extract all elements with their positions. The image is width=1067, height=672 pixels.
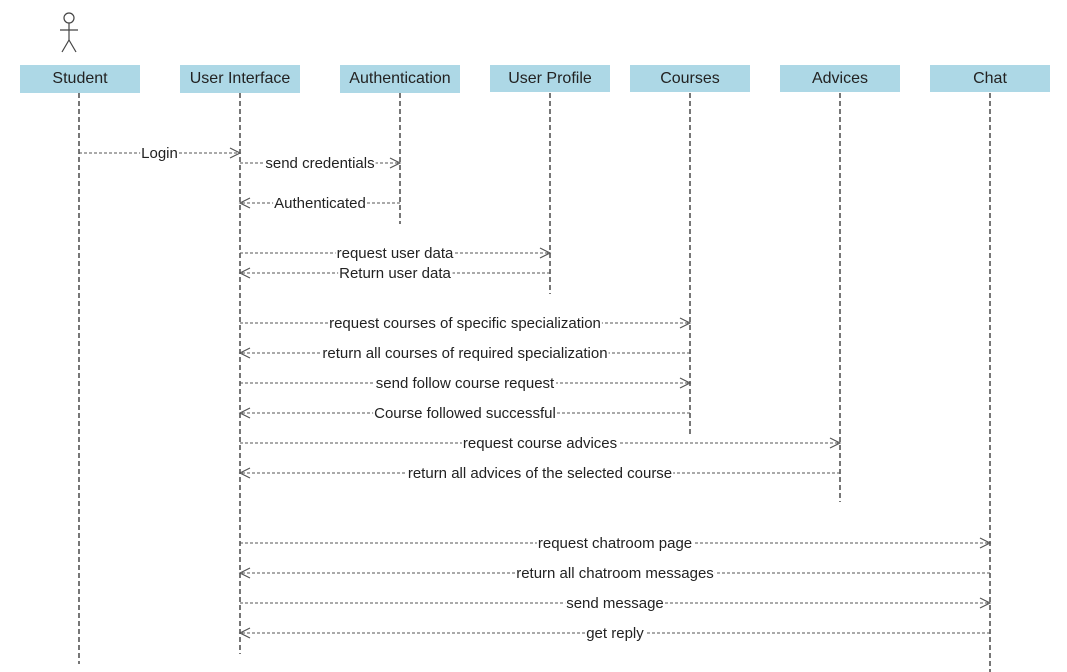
message-7: return all courses of required specializ… bbox=[238, 345, 690, 362]
arrow-head-icon bbox=[229, 147, 242, 159]
message-label: Return user data bbox=[339, 265, 451, 282]
message-9: Course followed successful bbox=[238, 405, 690, 422]
message-label: send message bbox=[566, 595, 664, 612]
message-12: request chatroom page bbox=[240, 535, 992, 552]
message-5: Return user data bbox=[238, 265, 550, 282]
label-background bbox=[264, 155, 376, 172]
arrow-head-icon bbox=[238, 407, 251, 419]
message-label: return all chatroom messages bbox=[516, 565, 714, 582]
arrow-head-icon bbox=[238, 267, 251, 279]
label-background bbox=[585, 625, 646, 642]
participant-courses: Courses bbox=[630, 65, 750, 92]
actor-stick-figure-icon bbox=[60, 12, 78, 53]
arrow-head-icon bbox=[979, 597, 992, 609]
label-background bbox=[461, 435, 619, 452]
message-13: return all chatroom messages bbox=[238, 565, 990, 582]
message-label: return all advices of the selected cours… bbox=[408, 465, 672, 482]
arrow-head-icon bbox=[238, 627, 251, 639]
message-label: Login bbox=[141, 145, 178, 162]
label-background bbox=[515, 565, 715, 582]
label-background bbox=[565, 595, 665, 612]
message-label: request user data bbox=[337, 245, 454, 262]
arrow-head-icon bbox=[829, 437, 842, 449]
message-15: get reply bbox=[238, 625, 990, 642]
message-8: send follow course request bbox=[240, 375, 692, 392]
message-1: Login bbox=[79, 145, 242, 162]
message-label: send credentials bbox=[265, 155, 374, 172]
message-14: send message bbox=[240, 595, 992, 612]
label-background bbox=[536, 535, 694, 552]
participant-authentication: Authentication bbox=[340, 65, 460, 93]
message-6: request courses of specific specializati… bbox=[240, 315, 692, 332]
label-background bbox=[335, 245, 456, 262]
message-10: request course advices bbox=[240, 435, 842, 452]
label-background bbox=[321, 345, 609, 362]
message-label: return all courses of required specializ… bbox=[322, 345, 607, 362]
participant-chat: Chat bbox=[930, 65, 1050, 92]
message-label: Course followed successful bbox=[374, 405, 556, 422]
message-2: send credentials bbox=[240, 155, 402, 172]
message-3: Authenticated bbox=[238, 195, 400, 212]
label-background bbox=[373, 405, 557, 422]
arrow-head-icon bbox=[539, 247, 552, 259]
arrow-head-icon bbox=[238, 197, 251, 209]
arrow-head-icon bbox=[238, 467, 251, 479]
label-background bbox=[338, 265, 453, 282]
message-label: send follow course request bbox=[376, 375, 555, 392]
message-label: Authenticated bbox=[274, 195, 366, 212]
label-background bbox=[406, 465, 674, 482]
arrow-head-icon bbox=[679, 377, 692, 389]
participant-student: Student bbox=[20, 65, 140, 93]
arrow-head-icon bbox=[679, 317, 692, 329]
participant-user-interface: User Interface bbox=[180, 65, 300, 93]
arrow-head-icon bbox=[389, 157, 402, 169]
message-label: request course advices bbox=[463, 435, 617, 452]
message-label: get reply bbox=[586, 625, 644, 642]
message-4: request user data bbox=[240, 245, 552, 262]
label-background bbox=[273, 195, 367, 212]
message-11: return all advices of the selected cours… bbox=[238, 465, 840, 482]
arrow-head-icon bbox=[238, 347, 251, 359]
message-label: request chatroom page bbox=[538, 535, 692, 552]
arrow-head-icon bbox=[979, 537, 992, 549]
label-background bbox=[328, 315, 602, 332]
arrow-head-icon bbox=[238, 567, 251, 579]
participant-user-profile: User Profile bbox=[490, 65, 610, 92]
label-background bbox=[374, 375, 557, 392]
message-label: request courses of specific specializati… bbox=[329, 315, 601, 332]
label-background bbox=[140, 145, 179, 162]
participant-advices: Advices bbox=[780, 65, 900, 92]
